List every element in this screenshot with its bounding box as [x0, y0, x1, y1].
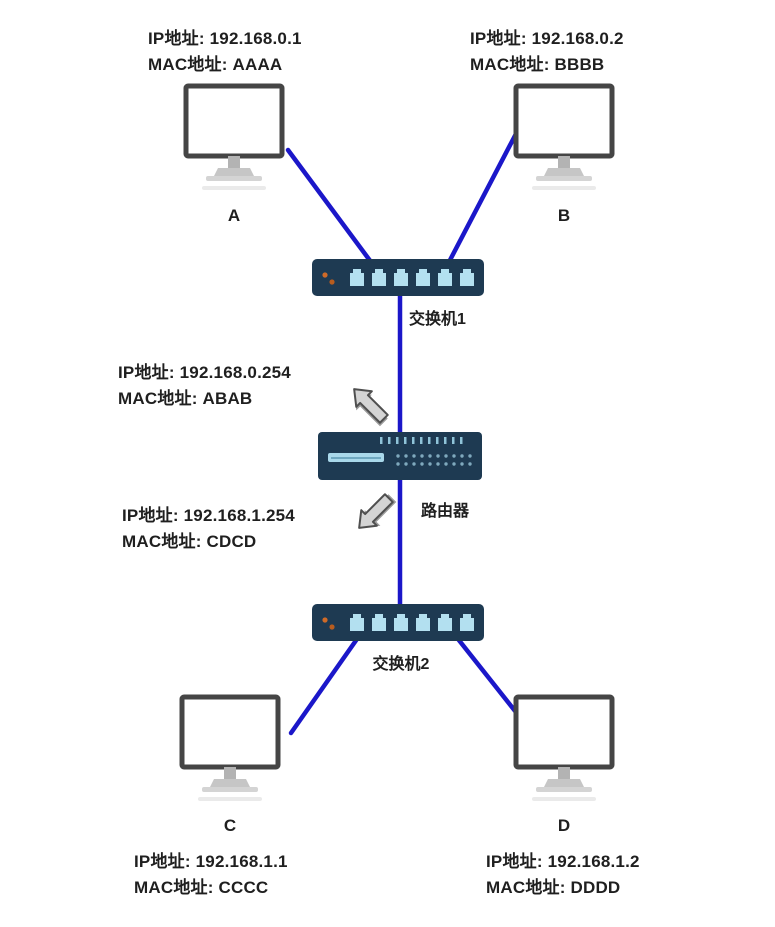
computer-a-address-label: IP地址: 192.168.0.1 MAC地址: AAAA	[148, 26, 302, 78]
computer-c-icon	[182, 697, 278, 801]
computer-d-ip: IP地址: 192.168.1.2	[486, 852, 640, 871]
router-lower-mac: MAC地址: CDCD	[122, 532, 257, 551]
router-upper-interface-label: IP地址: 192.168.0.254 MAC地址: ABAB	[118, 360, 291, 412]
computer-b-icon	[516, 86, 612, 190]
computer-d-icon	[516, 697, 612, 801]
router-icon	[318, 432, 482, 480]
link-switch2-to-c	[288, 636, 360, 736]
computer-a-name: A	[227, 206, 241, 225]
computer-b-name: B	[557, 206, 571, 225]
link-a-to-switch1	[285, 147, 374, 265]
computer-d-mac: MAC地址: DDDD	[486, 878, 621, 897]
computer-d-address-label: IP地址: 192.168.1.2 MAC地址: DDDD	[486, 849, 640, 901]
router-upper-ip: IP地址: 192.168.0.254	[118, 363, 291, 382]
computer-a-icon	[186, 86, 282, 190]
router-lower-interface-label: IP地址: 192.168.1.254 MAC地址: CDCD	[122, 503, 295, 555]
computer-c-mac: MAC地址: CCCC	[134, 878, 269, 897]
router-upper-interface-arrow-icon	[343, 380, 395, 432]
computer-c-name: C	[223, 816, 237, 835]
computer-d-name: D	[557, 816, 571, 835]
computer-a-mac: MAC地址: AAAA	[148, 55, 283, 74]
router-name: 路由器	[420, 503, 469, 520]
switch1-name: 交换机1	[409, 311, 466, 328]
computer-b-address-label: IP地址: 192.168.0.2 MAC地址: BBBB	[470, 26, 624, 78]
computer-c-ip: IP地址: 192.168.1.1	[134, 852, 288, 871]
router-lower-ip: IP地址: 192.168.1.254	[122, 506, 295, 525]
switch2-name: 交换机2	[372, 656, 430, 673]
switch1-icon	[312, 259, 484, 296]
link-switch2-to-d	[455, 636, 522, 719]
switch2-icon	[312, 604, 484, 641]
computer-a-ip: IP地址: 192.168.0.1	[148, 29, 302, 48]
link-b-to-switch1	[446, 125, 522, 265]
computer-c-address-label: IP地址: 192.168.1.1 MAC地址: CCCC	[134, 849, 288, 901]
computer-b-mac: MAC地址: BBBB	[470, 55, 605, 74]
router-lower-interface-arrow-icon	[350, 487, 402, 539]
computer-b-ip: IP地址: 192.168.0.2	[470, 29, 624, 48]
router-upper-mac: MAC地址: ABAB	[118, 389, 253, 408]
